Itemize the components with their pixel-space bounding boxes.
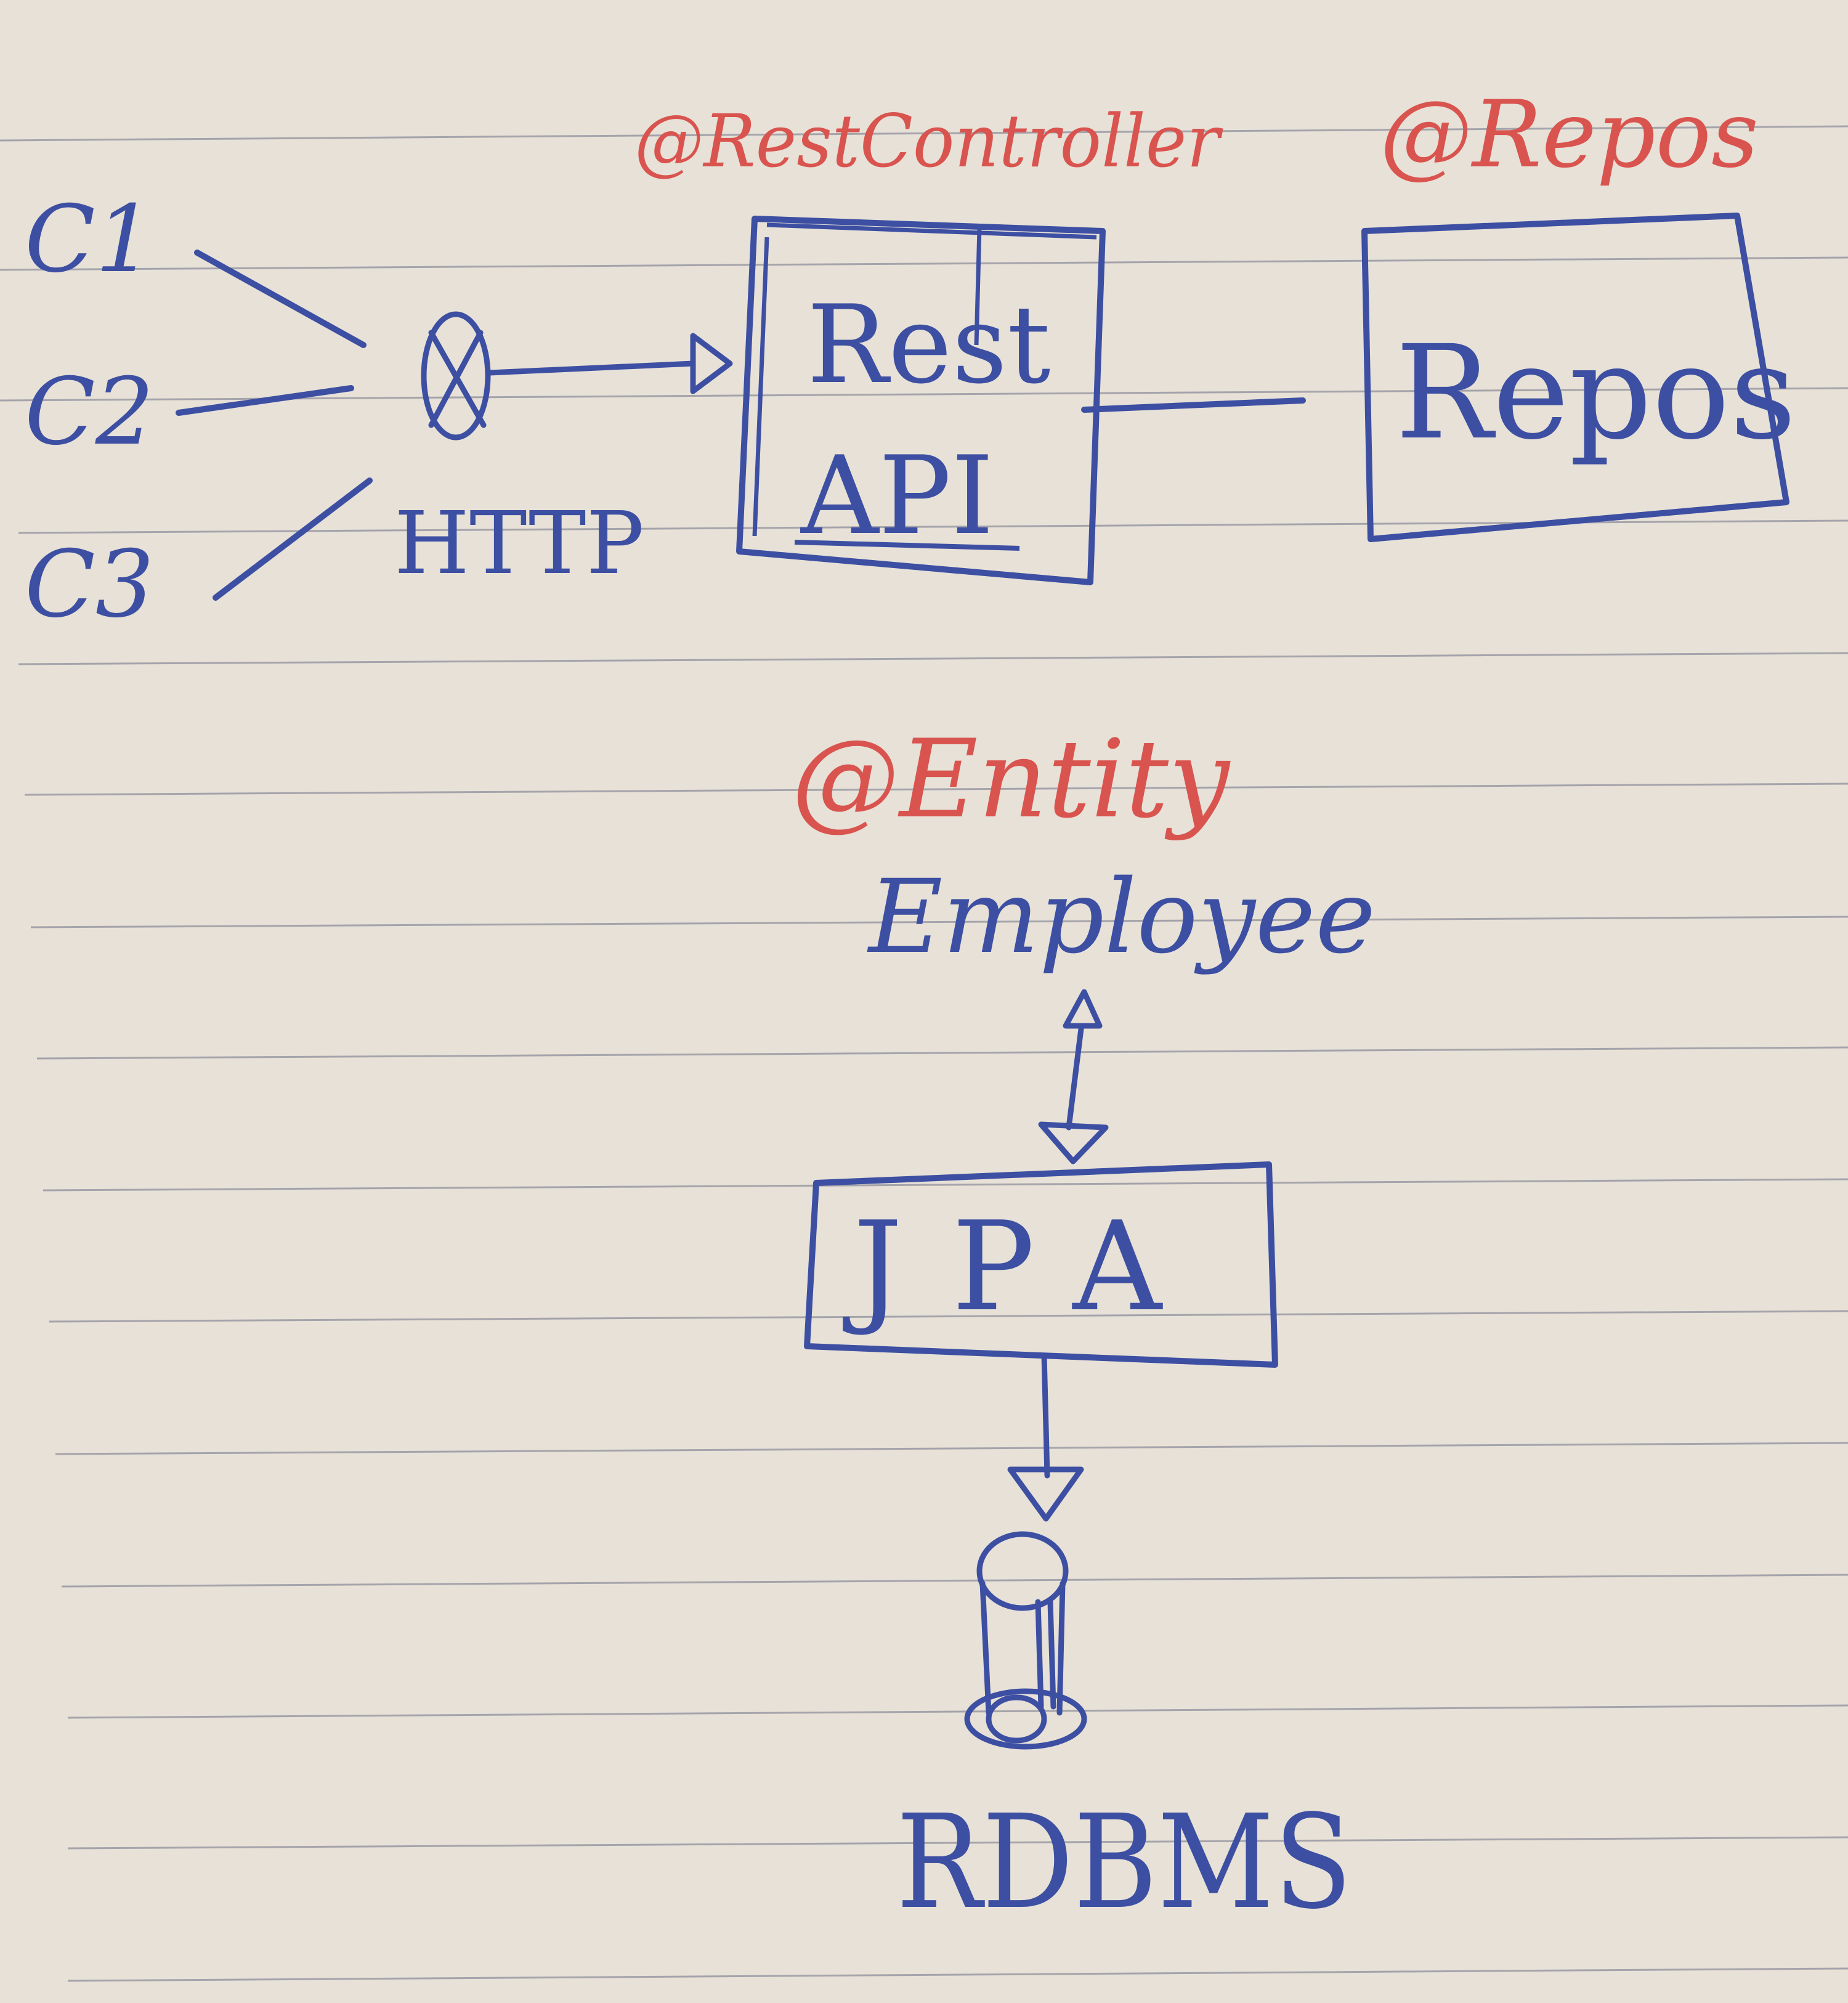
rest-to-repos-connector [1081, 397, 1306, 413]
rest-api-label-line1: Rest [807, 283, 1050, 408]
client-c2-label: C2 [25, 359, 154, 466]
jpa-box: JPA [804, 1161, 1278, 1368]
rest-api-box: Rest API [736, 216, 1106, 585]
entity-annotation: @Entity [792, 717, 1231, 842]
repos-box: Repos [1361, 213, 1796, 542]
jpa-to-rdbms-arrow [1007, 1352, 1084, 1522]
jpa-label: JPA [843, 1195, 1211, 1339]
employee-jpa-double-arrow [1038, 989, 1109, 1164]
c2-connector [176, 385, 354, 416]
http-junction-icon [421, 311, 491, 441]
http-to-rest-arrow [487, 333, 733, 394]
repos-label: Repos [1395, 317, 1796, 468]
client-connector-lines [176, 250, 373, 601]
c1-connector [194, 250, 367, 348]
rest-api-label-line2: API [800, 434, 994, 559]
database-icon [964, 1531, 1087, 1750]
rest-controller-annotation: @RestController [634, 99, 1223, 184]
ruled-lines [0, 125, 1848, 1982]
repos-annotation: @Repos [1380, 81, 1759, 189]
client-c1-label: C1 [25, 186, 154, 293]
http-label: HTTP [394, 494, 644, 594]
client-c3-label: C3 [25, 531, 154, 638]
c3-connector [213, 477, 373, 601]
employee-label: Employee [867, 858, 1376, 976]
rdbms-label: RDBMS [896, 1787, 1352, 1938]
